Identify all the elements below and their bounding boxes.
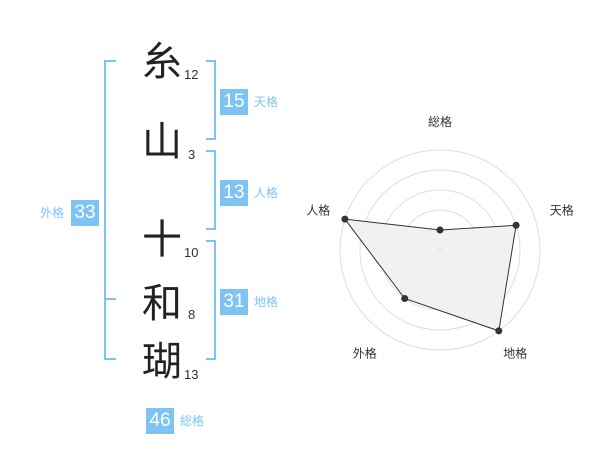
radar-point-4: [401, 295, 409, 303]
radar-point-5: [341, 215, 349, 223]
stroke-count-1: 12: [184, 67, 199, 82]
tenkaku-label: 天格: [254, 95, 279, 109]
gaikaku-bracket-tick: [104, 298, 116, 300]
radar-ring-5: [339, 149, 541, 351]
name-char-3: 十: [142, 217, 182, 263]
radar-area: [343, 218, 517, 332]
soukaku-value: 46: [146, 408, 174, 434]
jinkaku-label: 人格: [254, 186, 279, 200]
name-char-5: 瑚: [142, 339, 182, 385]
radar-axis-label-5: 人格: [306, 202, 330, 217]
chikaku-value: 31: [220, 289, 248, 315]
jinkaku-value: 13: [220, 180, 248, 206]
stroke-count-5: 13: [184, 367, 199, 382]
radar-ring-4: [359, 169, 521, 331]
name-char-1: 糸: [142, 39, 182, 85]
name-char-4: 和: [142, 281, 182, 327]
name-char-2: 山: [142, 119, 182, 165]
stroke-count-4: 8: [188, 307, 196, 322]
radar-axis-label-2: 天格: [550, 202, 574, 217]
gaikaku-label: 外格: [40, 206, 65, 220]
jinkaku-bracket: [206, 150, 216, 230]
radar-points: [341, 215, 520, 335]
chikaku-bracket: [206, 240, 216, 360]
radar-point-2: [512, 221, 520, 229]
chikaku-label: 地格: [254, 295, 279, 309]
radar-axis-label-4: 外格: [353, 346, 377, 361]
stroke-count-3: 10: [184, 245, 199, 260]
tenkaku-bracket: [206, 60, 216, 140]
tenkaku-value: 15: [220, 89, 248, 115]
gaikaku-bracket: [104, 60, 116, 360]
radar-point-1: [436, 226, 444, 234]
radar-axis-label-1: 総格: [428, 114, 452, 129]
gaikaku-value: 33: [71, 200, 99, 226]
radar-point-3: [495, 327, 503, 335]
stroke-count-2: 3: [188, 147, 196, 162]
soukaku-label: 総格: [180, 414, 205, 428]
radar-axis-label-3: 地格: [503, 346, 527, 361]
